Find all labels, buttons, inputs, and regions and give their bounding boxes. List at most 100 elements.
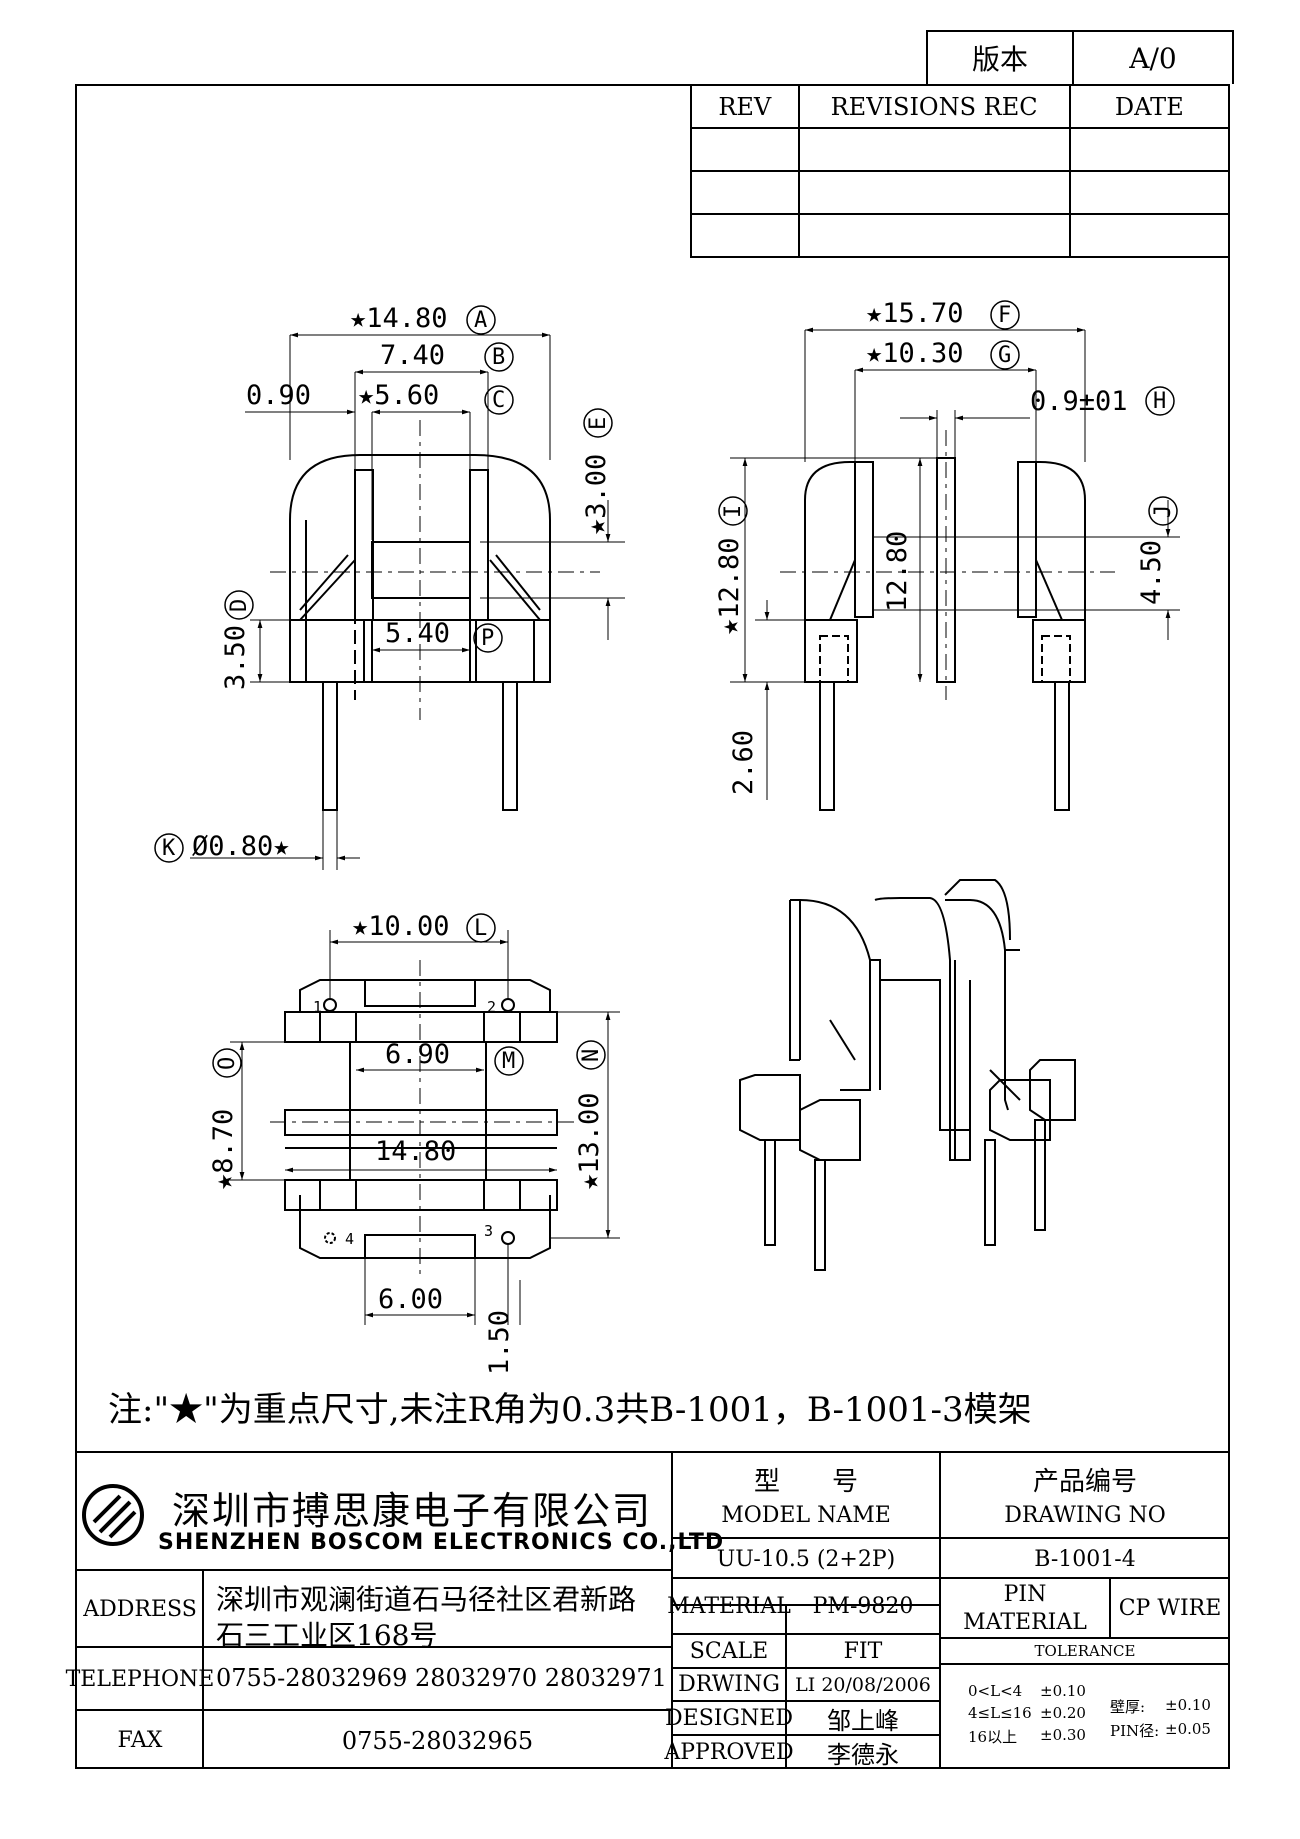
dim-o: ★8.70 — [208, 1109, 239, 1190]
rev-header: REV — [690, 84, 800, 129]
tag-b: B — [492, 345, 505, 370]
tolerance-pin-label: PIN径: — [1110, 1722, 1160, 1740]
dim-h: 0.9±01 — [1030, 386, 1128, 417]
model-value: UU-10.5 (2+2P) — [716, 1546, 896, 1572]
dim-k: Ø0.80★ — [192, 831, 290, 862]
dim-l: ★10.00 — [352, 911, 450, 942]
tolerance-pin-value: ±0.05 — [1165, 1720, 1211, 1738]
version-label: 版本 — [928, 32, 1074, 84]
tolerance-wall-label: 壁厚: — [1110, 1698, 1146, 1716]
dim-090: 0.90 — [246, 380, 311, 411]
drwing-label: DRWING — [678, 1672, 780, 1697]
dim-600: 6.00 — [378, 1284, 443, 1315]
address-line2: 石三工业区168号 — [216, 1619, 438, 1652]
tag-l: L — [474, 916, 487, 941]
designed-value: 邹上峰 — [827, 1706, 899, 1735]
pin-1-label: 1 — [313, 998, 322, 1016]
tag-c: C — [492, 388, 505, 413]
tag-f: F — [998, 303, 1011, 328]
revision-row — [690, 170, 1231, 215]
date-header: DATE — [1068, 84, 1231, 129]
tag-m: M — [502, 1049, 515, 1074]
dim-n: ★13.00 — [574, 1092, 605, 1190]
material-value: PM-9820 — [812, 1593, 914, 1619]
tag-a: A — [474, 308, 487, 333]
company-name-en: SHENZHEN BOSCOM ELECTRONICS CO.,LTD — [158, 1530, 725, 1555]
designed-label: DESIGNED — [665, 1705, 793, 1731]
telephone-label: TELEPHONE — [65, 1667, 215, 1692]
side-view — [730, 327, 1180, 811]
bottom-view — [230, 930, 620, 1325]
tolerance-row-3-value: ±0.30 — [1040, 1726, 1086, 1744]
front-view — [190, 332, 625, 870]
tag-j: J — [1151, 505, 1176, 518]
drawing-frame — [75, 84, 1230, 1769]
pin-material-line1: PIN — [1003, 1581, 1047, 1607]
dim-e: ★3.00 — [581, 454, 612, 535]
dim-d: 3.50 — [220, 625, 251, 690]
model-label-en: MODEL NAME — [721, 1502, 891, 1528]
tolerance-row-1-range: 0<L<4 — [968, 1682, 1023, 1700]
isometric-view — [739, 879, 1076, 1271]
approved-value: 李德永 — [827, 1740, 899, 1769]
revision-row — [690, 127, 1231, 172]
drawing-label-cn: 产品编号 — [1032, 1466, 1137, 1497]
revisions-rec-header: REVISIONS REC — [797, 84, 1071, 129]
dim-150: 1.50 — [484, 1310, 515, 1375]
dim-a: ★14.80 — [350, 303, 448, 334]
version-box: 版本 A/0 — [926, 30, 1234, 84]
pin-material-line2: MATERIAL — [963, 1609, 1087, 1635]
scale-label: SCALE — [689, 1638, 769, 1664]
tolerance-row-2-range: 4≤L≤16 — [968, 1704, 1032, 1722]
tag-o: O — [215, 1057, 240, 1070]
tolerance-row-1-value: ±0.10 — [1040, 1682, 1086, 1700]
dim-p: 5.40 — [385, 618, 450, 649]
tag-n: N — [579, 1049, 604, 1062]
address-label: ADDRESS — [83, 1597, 197, 1622]
tag-h: H — [1153, 389, 1166, 414]
material-label: MATERIAL — [667, 1593, 791, 1619]
dim-f: ★15.70 — [866, 298, 964, 329]
fax-label: FAX — [117, 1728, 163, 1753]
tolerance-wall-value: ±0.10 — [1165, 1696, 1211, 1714]
tag-g: G — [998, 343, 1011, 368]
company-logo — [82, 1484, 144, 1546]
tolerance-row-3-range: 16以上 — [968, 1728, 1018, 1746]
revisions-table: REV REVISIONS REC DATE — [690, 84, 1231, 258]
version-value: A/0 — [1129, 41, 1177, 75]
tag-i: I — [721, 505, 746, 518]
tag-e: E — [586, 417, 611, 430]
revision-row — [690, 213, 1231, 258]
tolerance-label: TOLERANCE — [1034, 1642, 1136, 1660]
drawing-value: B-1001-4 — [1034, 1546, 1136, 1572]
dim-1280: 12.80 — [882, 531, 913, 612]
dim-b: 7.40 — [380, 340, 445, 371]
tag-d: D — [227, 599, 252, 612]
drawing-label-en: DRAWING NO — [1004, 1502, 1166, 1528]
tag-k: K — [162, 836, 176, 861]
approved-label: APPROVED — [664, 1739, 794, 1765]
revisions-header-row: REV REVISIONS REC DATE — [690, 84, 1231, 129]
drwing-value: LI 20/08/2006 — [795, 1673, 931, 1696]
technical-drawing: ★14.80 A 7.40 B 0.90 ★5.60 C ★3.00 E 3.5… — [154, 298, 1180, 1375]
dim-j: 4.50 — [1136, 540, 1167, 605]
drawing-note: 注:"★"为重点尺寸,未注R角为0.3共B-1001，B-1001-3模架 — [108, 1390, 1032, 1430]
dim-c: ★5.60 — [358, 380, 439, 411]
model-label-cn: 型 号 — [753, 1466, 858, 1497]
company-name-cn: 深圳市搏思康电子有限公司 — [172, 1489, 653, 1533]
dim-1480: 14.80 — [375, 1136, 456, 1167]
pin-4-label: 4 — [345, 1230, 354, 1248]
pin-3-label: 3 — [484, 1222, 493, 1240]
dim-g: ★10.30 — [866, 338, 964, 369]
address-line1: 深圳市观澜街道石马径社区君新路 — [216, 1583, 637, 1616]
pin-2-label: 2 — [487, 998, 496, 1016]
tag-p: P — [481, 626, 494, 651]
scale-value: FIT — [843, 1638, 883, 1664]
fax-value: 0755-28032965 — [341, 1726, 534, 1755]
dim-i: ★12.80 — [714, 537, 745, 635]
dim-m: 6.90 — [385, 1039, 450, 1070]
pin-material-value: CP WIRE — [1118, 1595, 1222, 1621]
tolerance-row-2-value: ±0.20 — [1040, 1704, 1086, 1722]
telephone-value: 0755-28032969 28032970 28032971 — [216, 1664, 667, 1692]
dim-260: 2.60 — [728, 730, 759, 795]
